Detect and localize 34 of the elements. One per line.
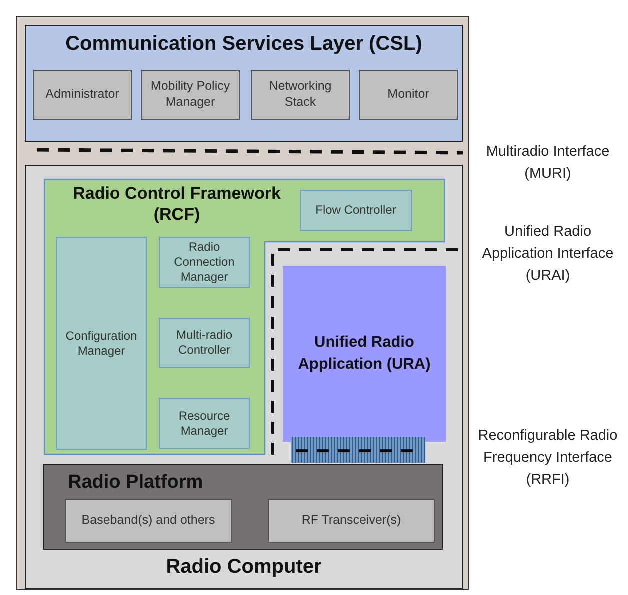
component-label: Multi-radio Controller [175,328,234,358]
component-label: Administrator [44,87,120,103]
panel-title: Radio Control Framework (RCF) [72,183,282,226]
component-box [159,398,250,449]
module-box [251,70,350,120]
component-label: Resource Manager [178,408,232,438]
component-label: Flow Controller [314,203,398,218]
container-panel [25,165,463,589]
module-box [65,499,232,543]
component-label: Radio Connection Manager [173,240,236,285]
panel-title: Unified Radio Application (URA) [297,332,432,375]
component-label: Monitor [386,87,430,103]
component-label: RF Transceiver(s) [300,513,402,529]
component-box [56,237,147,450]
module-box [359,70,458,120]
interface-label: Unified Radio Application Interface (URAI) [481,223,615,286]
panel-title: Radio Computer [165,555,323,580]
component-label: Networking Stack [268,79,333,111]
module-box [33,70,132,120]
component-label: Mobility Policy Manager [150,79,232,111]
panel-title: Communication Services Layer (CSL) [64,32,424,57]
component-box [159,237,250,288]
interface-label: Multiradio Interface (MURI) [485,143,611,184]
component-label: Baseband(s) and others [80,513,216,529]
panel-title: Radio Platform [67,471,204,495]
platform-panel [43,464,443,550]
component-box [300,190,412,231]
component-box [159,318,250,368]
application-box [283,266,446,442]
component-label: Configuration Manager [64,328,138,358]
layer-panel [25,25,463,142]
module-box [141,70,240,120]
interface-label: Reconfigurable Radio Frequency Interface (RRFI) [478,427,618,490]
module-box [268,499,435,543]
